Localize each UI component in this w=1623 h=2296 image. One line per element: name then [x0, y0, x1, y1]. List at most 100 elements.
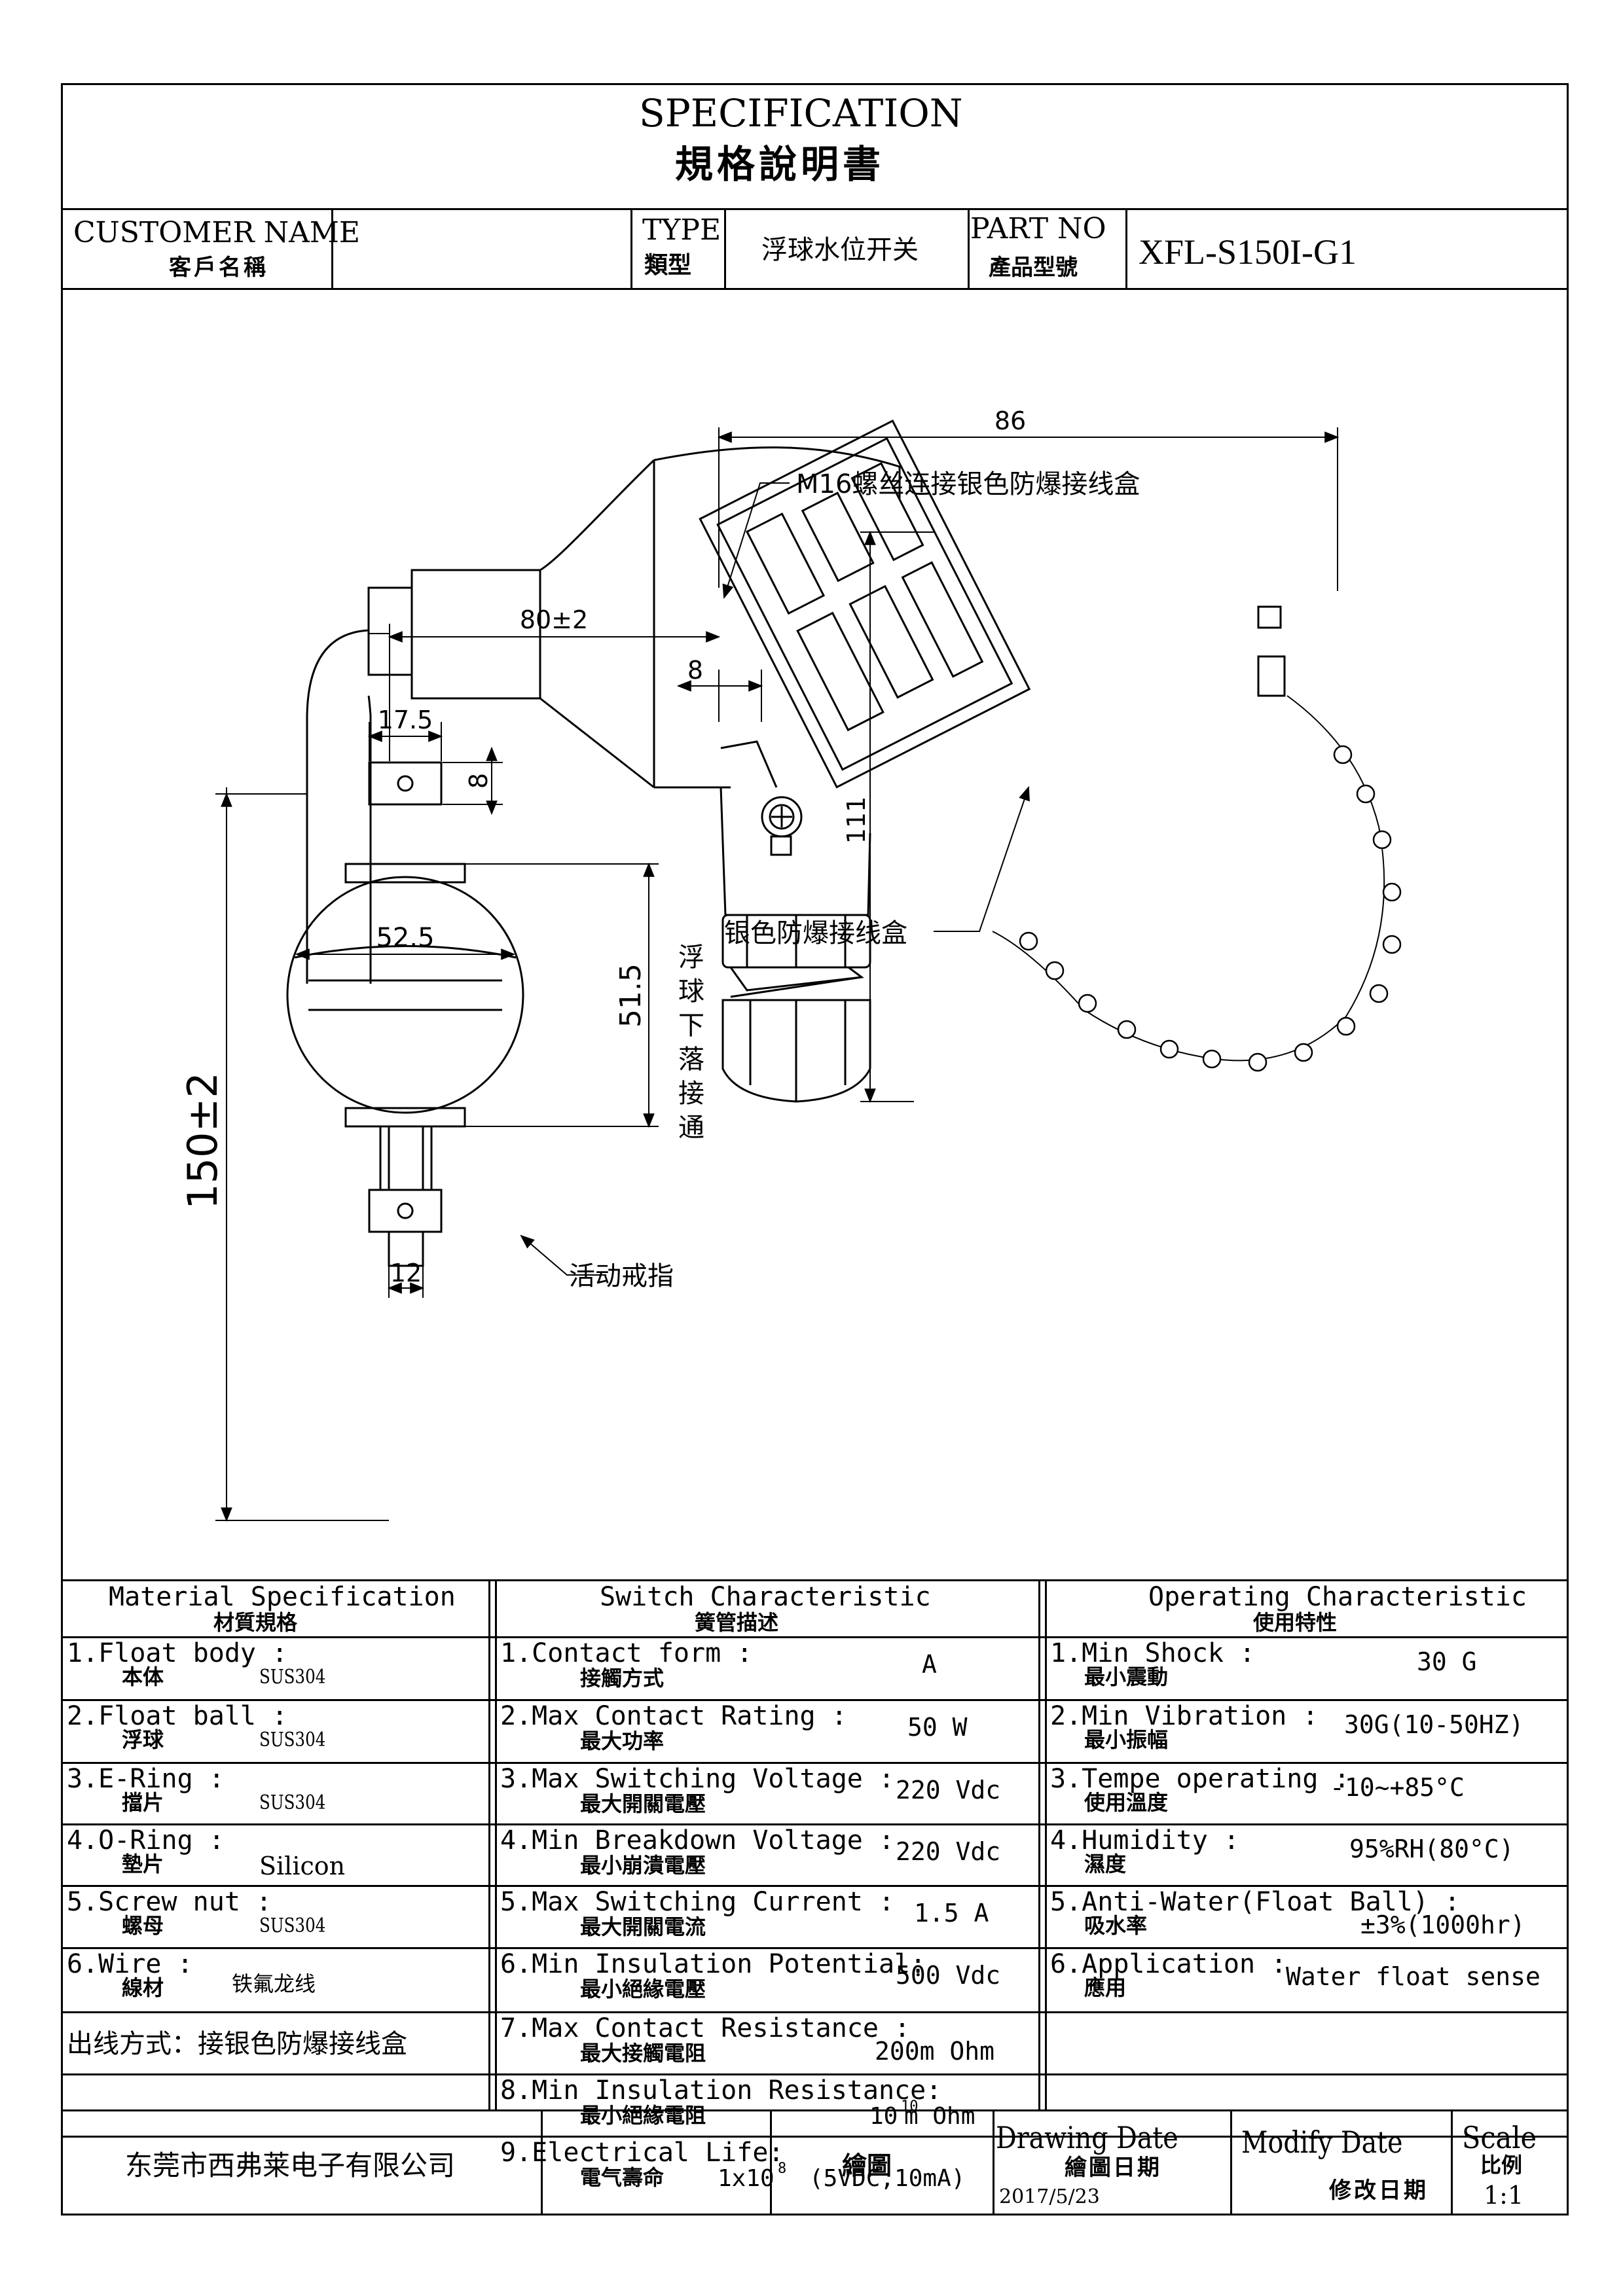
- vertical-note: 浮 球 下 落 接 通: [678, 942, 704, 1143]
- title-zh: 規格說明書: [675, 142, 885, 187]
- switch-row-value-base: 10: [869, 2103, 898, 2130]
- operating-head-en: Operating Characteristic: [1148, 1582, 1527, 1612]
- switch-row-value: 1.5 A: [914, 1899, 989, 1928]
- material-row-zh: 擋片: [122, 1790, 164, 1815]
- switch-row-value: 220 Vdc: [896, 1837, 1001, 1866]
- switch-row-zh: 最小絕緣電阻: [580, 2103, 706, 2128]
- type-label-zh: 類型: [644, 252, 692, 279]
- scale-label: Scale: [1462, 2120, 1537, 2155]
- material-row-label: 6.Wire :: [67, 1949, 193, 1979]
- switch-row-zh: 最大開關電壓: [580, 1791, 706, 1816]
- vertical-note-char: 浮: [678, 942, 704, 973]
- outlet-note: 出线方式：接银色防爆接线盒: [67, 2029, 407, 2059]
- operating-row-label: 6.Application :: [1050, 1949, 1287, 1979]
- material-row-zh: 線材: [122, 1975, 164, 2000]
- switch-row-value-exp: 10: [901, 2098, 919, 2115]
- title-en: SPECIFICATION: [639, 91, 963, 135]
- switch-head-zh: 簧管描述: [695, 1610, 779, 1635]
- operating-row-label: 5.Anti-Water(Float Ball) :: [1050, 1887, 1461, 1917]
- switch-row-label: 7.Max Contact Resistance :: [500, 2013, 911, 2043]
- switch-row-label: 5.Max Switching Current :: [500, 1887, 895, 1917]
- material-row-value: Silicon: [259, 1852, 346, 1880]
- material-head-en: Material Specification: [109, 1582, 456, 1612]
- drawing-date-zh: 繪圖日期: [1065, 2155, 1161, 2181]
- operating-row-label: 2.Min Vibration :: [1050, 1701, 1319, 1731]
- operating-row-zh: 使用溫度: [1084, 1790, 1169, 1815]
- switch-row-value: 220 Vdc: [896, 1776, 1001, 1804]
- dim-12: 12: [390, 1259, 422, 1287]
- switch-row-zh: 最小崩潰電壓: [580, 1853, 706, 1878]
- material-head-zh: 材質規格: [213, 1610, 298, 1635]
- dim-8-ring: 8: [464, 773, 493, 789]
- operating-row-value: 30G(10-50HZ): [1344, 1710, 1524, 1739]
- drawing-date-value: 2017/5/23: [999, 2185, 1100, 2208]
- material-row-value: SUS304: [259, 1729, 326, 1751]
- vertical-note-char: 接: [678, 1079, 704, 1109]
- switch-row-value: 200m Ohm: [875, 2037, 995, 2066]
- dim-51-5: 51.5: [614, 963, 647, 1028]
- modify-date-zh: 修改日期: [1329, 2178, 1429, 2204]
- customer-label-zh: 客戶名稱: [169, 255, 268, 281]
- company-name: 东莞市西弗莱电子有限公司: [125, 2149, 456, 2181]
- dim-150: 150±2: [179, 1072, 227, 1210]
- scale-zh: 比例: [1480, 2153, 1523, 2178]
- vertical-note-char: 落: [678, 1045, 704, 1075]
- material-row-value: SUS304: [259, 1914, 326, 1937]
- drawing-date-label: Drawing Date: [996, 2120, 1178, 2155]
- dim-86: 86: [994, 406, 1026, 435]
- switch-row-value-base: 1x10: [718, 2165, 775, 2192]
- material-row-zh: 螺母: [122, 1913, 164, 1938]
- material-row-label: 1.Float body :: [67, 1638, 288, 1668]
- operating-row-value: ±3%(1000hr): [1360, 1910, 1525, 1939]
- switch-row-zh: 最小絕緣電壓: [580, 1977, 706, 2001]
- switch-row-value: m Ohm: [904, 2103, 976, 2130]
- material-row-zh: 墊片: [122, 1852, 164, 1876]
- vertical-note-char: 球: [678, 977, 704, 1007]
- dim-52-5: 52.5: [376, 923, 434, 953]
- operating-row-value: Water float sense: [1286, 1962, 1541, 1991]
- operating-row-value: -10~+85°C: [1330, 1773, 1465, 1802]
- switch-row-value: (5VDC,10mA): [809, 2165, 966, 2192]
- type-label-en: TYPE: [642, 213, 721, 247]
- material-row-label: 2.Float ball :: [67, 1701, 288, 1731]
- operating-row-value: 30 G: [1417, 1647, 1477, 1676]
- vertical-note-char: 下: [678, 1011, 704, 1041]
- scale-value: 1:1: [1484, 2181, 1524, 2210]
- switch-head-en: Switch Characteristic: [600, 1582, 931, 1612]
- switch-row-zh: 最大功率: [580, 1729, 665, 1753]
- callout-ring: 活动戒指: [569, 1261, 674, 1291]
- switch-row-value: 50 W: [907, 1713, 968, 1742]
- operating-row-zh: 最小震動: [1084, 1664, 1169, 1689]
- material-row-label: 3.E-Ring :: [67, 1764, 225, 1794]
- switch-row-zh: 最大接觸電阻: [580, 2041, 706, 2066]
- switch-row-label: 9.Electrical Life:: [500, 2138, 784, 2168]
- switch-row-label: 2.Max Contact Rating :: [500, 1701, 847, 1731]
- type-value: 浮球水位开关: [761, 235, 919, 265]
- customer-label-en: CUSTOMER NAME: [73, 216, 361, 249]
- material-row-zh: 浮球: [122, 1727, 164, 1752]
- operating-row-value: 95%RH(80°C): [1349, 1835, 1514, 1863]
- callout-m16: M16螺丝连接银色防爆接线盒: [796, 469, 1140, 499]
- draw-label: 繪圖: [842, 2151, 892, 2180]
- material-row-value: SUS304: [259, 1791, 326, 1814]
- dim-80: 80±2: [520, 605, 588, 634]
- vertical-note-char: 通: [678, 1113, 704, 1143]
- material-row-label: 4.O-Ring :: [67, 1825, 225, 1856]
- technical-drawing: 86 80±2 8 111 17.5 8 150±2 52.5 51.5 12 …: [179, 406, 1402, 1522]
- switch-row-label: 4.Min Breakdown Voltage :: [500, 1825, 895, 1856]
- switch-row-zh: 最大開關電流: [580, 1914, 706, 1939]
- switch-row-value: A: [922, 1650, 937, 1679]
- operating-row-label: 3.Tempe operating :: [1050, 1764, 1350, 1794]
- operating-row-zh: 最小振幅: [1084, 1727, 1169, 1752]
- modify-date-label: Modify Date: [1241, 2125, 1403, 2160]
- part-label-zh: 產品型號: [989, 255, 1078, 281]
- switch-row-zh: 接觸方式: [580, 1666, 665, 1691]
- operating-row-label: 1.Min Shock :: [1050, 1638, 1256, 1668]
- switch-row-label: 8.Min Insulation Resistance:: [500, 2075, 942, 2106]
- part-value: XFL-S150I-G1: [1139, 232, 1357, 272]
- spec-sheet: SPECIFICATION 規格說明書 CUSTOMER NAME 客戶名稱 T…: [61, 83, 1569, 2215]
- switch-row-label: 3.Max Switching Voltage :: [500, 1764, 895, 1794]
- operating-row-zh: 吸水率: [1084, 1913, 1148, 1938]
- switch-row-label: 1.Contact form :: [500, 1638, 753, 1668]
- switch-row-value-exp: 8: [778, 2161, 787, 2177]
